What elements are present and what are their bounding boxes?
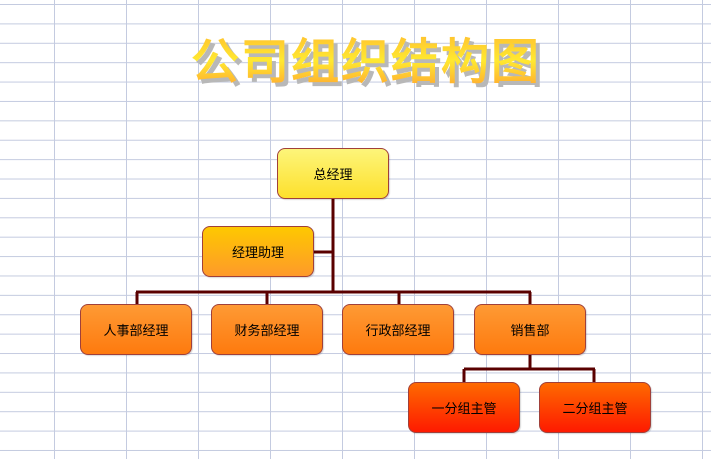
node-admin[interactable]: 行政部经理: [342, 304, 454, 355]
node-group1[interactable]: 一分组主管: [408, 382, 520, 433]
node-ceo[interactable]: 总经理: [277, 148, 389, 199]
node-assistant[interactable]: 经理助理: [202, 226, 314, 277]
node-group2[interactable]: 二分组主管: [539, 382, 651, 433]
chart-title: 公司组织结构图: [186, 22, 546, 92]
node-hr[interactable]: 人事部经理: [80, 304, 192, 355]
node-finance[interactable]: 财务部经理: [211, 304, 323, 355]
node-sales[interactable]: 销售部: [474, 304, 586, 355]
